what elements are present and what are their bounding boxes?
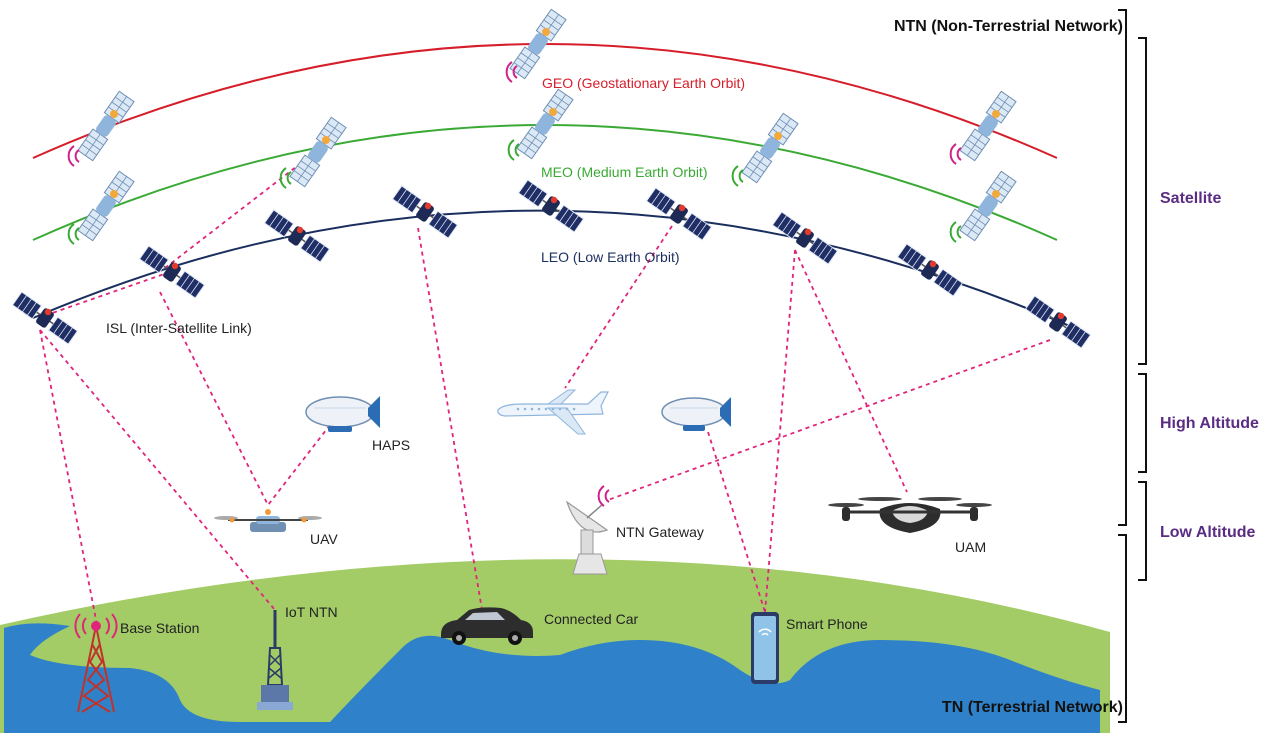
haps-label: HAPS: [372, 437, 410, 453]
satellite-icon: [517, 179, 585, 233]
smart-phone-label: Smart Phone: [786, 616, 868, 632]
connected-car-label: Connected Car: [544, 611, 639, 627]
low-altitude-label: Low Altitude: [1160, 524, 1255, 541]
links: [37, 159, 1051, 626]
link-leo9-gateway: [607, 339, 1051, 501]
satellite-icon: [741, 112, 799, 184]
satellite-icon: [896, 243, 964, 297]
satellite-icon: [11, 291, 79, 345]
tn-bracket: [1118, 534, 1127, 723]
signal-icon: [507, 139, 520, 161]
haps-airship-icon: [305, 396, 380, 432]
link-leo2-meo: [164, 159, 306, 269]
signal-icon: [67, 223, 80, 245]
iot-ntn-device-icon: [257, 610, 293, 710]
high-altitude-label: High Altitude: [1160, 415, 1259, 432]
satellite-icon: [263, 209, 331, 263]
smart-phone-icon: [751, 612, 779, 684]
connected-car-icon: [441, 607, 533, 645]
uam-air-taxi-icon: [828, 497, 992, 533]
satellite-icon: [138, 245, 206, 299]
satellite-icon: [1024, 295, 1092, 349]
signal-icon: [949, 221, 962, 243]
airplane-icon: [497, 389, 609, 435]
uam-label: UAM: [955, 539, 986, 555]
ntn-gateway-label: NTN Gateway: [616, 524, 704, 540]
brackets: [1118, 9, 1147, 723]
geo-orbit-label: GEO (Geostationary Earth Orbit): [542, 75, 745, 91]
high-altitude-bracket: [1138, 373, 1147, 473]
satellite-icon: [771, 211, 839, 265]
meo-orbit: [32, 124, 1058, 241]
meo-orbit-label: MEO (Medium Earth Orbit): [541, 164, 707, 180]
ntn-gateway-dish-icon: [565, 500, 609, 575]
satellite-icon: [77, 90, 135, 162]
low-altitude-bracket: [1138, 481, 1147, 581]
satellite-label: Satellite: [1160, 190, 1221, 207]
isl-label: ISL (Inter-Satellite Link): [106, 320, 252, 336]
base-station-tower-icon: [74, 613, 118, 713]
iot-ntn-label: IoT NTN: [285, 604, 338, 620]
link-haps-uav: [267, 424, 331, 506]
water: [4, 623, 1100, 733]
link-leo7-phone: [764, 249, 796, 613]
signal-icon: [597, 485, 610, 507]
satellite-icon: [516, 88, 574, 160]
satellite-icon: [645, 187, 713, 241]
ntn-label: NTN (Non-Terrestrial Network): [894, 18, 1123, 35]
satellite-bracket: [1138, 37, 1147, 365]
signal-icon: [949, 143, 962, 165]
base-station-label: Base Station: [120, 620, 199, 636]
satellite-icon: [959, 170, 1017, 242]
ntn-bracket: [1118, 9, 1127, 526]
link-leo1-base: [39, 329, 98, 626]
link-leo7-uam: [794, 249, 908, 493]
link-leo1-isl: [37, 271, 171, 319]
geo-orbit: [32, 43, 1058, 159]
link-leo1-iot: [39, 329, 276, 611]
signal-icon: [731, 165, 744, 187]
tn-label: TN (Terrestrial Network): [942, 699, 1123, 716]
satellite-icon: [77, 170, 135, 242]
link-leo6-plane: [564, 225, 673, 389]
link-leo4-car: [417, 227, 483, 611]
leo-orbit-label: LEO (Low Earth Orbit): [541, 249, 680, 265]
satellite-icon: [391, 185, 459, 239]
uav-label: UAV: [310, 531, 338, 547]
haps-airship-icon: [661, 397, 731, 431]
water-left: [4, 627, 60, 733]
uav-drone-icon: [214, 509, 322, 532]
satellite-icon: [959, 90, 1017, 162]
signal-icon: [67, 145, 80, 167]
